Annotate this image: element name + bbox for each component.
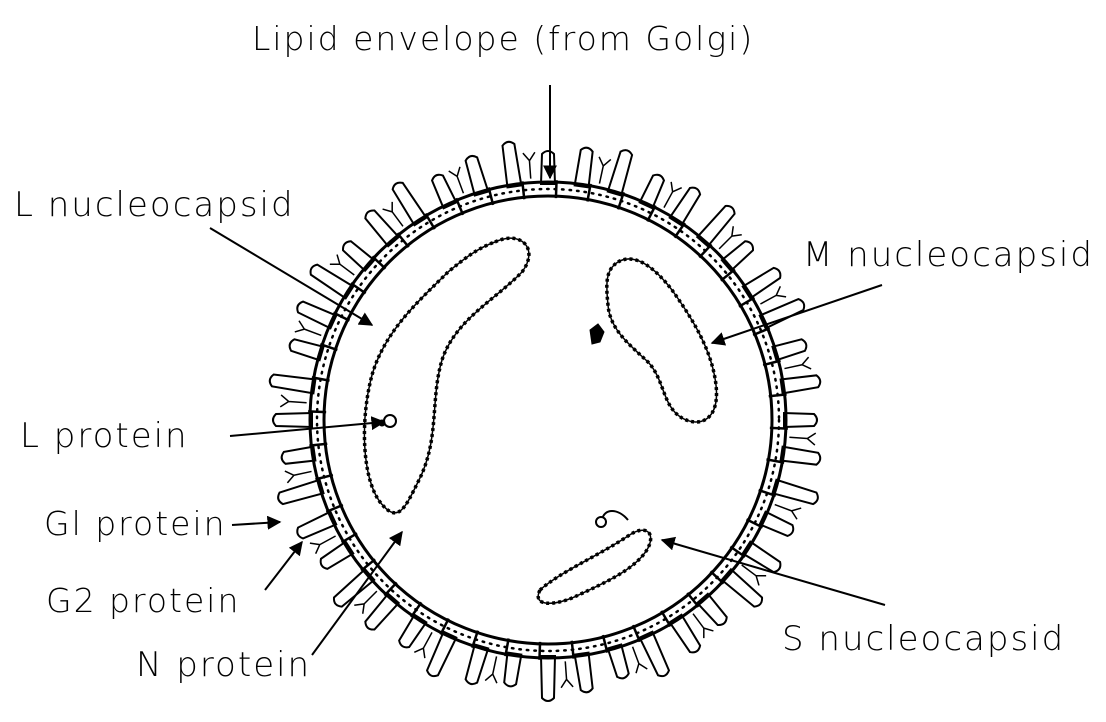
carbohydrate-chain xyxy=(523,152,535,178)
glycoprotein-spike xyxy=(365,594,398,630)
carbohydrate-chain xyxy=(775,505,801,520)
m-nucleocapsid-shape xyxy=(590,259,717,422)
glycoprotein-spike xyxy=(365,210,398,246)
glycoprotein-spike xyxy=(541,151,555,184)
label-n-protein: N protein xyxy=(136,648,311,682)
pointer-g1-protein xyxy=(232,522,280,525)
membrane-protein-mark xyxy=(539,642,540,660)
nucleocapsids xyxy=(364,238,716,603)
glycoprotein-spike xyxy=(270,374,316,393)
carbohydrate-chain xyxy=(285,471,312,483)
pointer-g2-protein xyxy=(265,542,302,590)
membrane-protein-mark xyxy=(661,611,670,626)
l-nucleocapsid-shape xyxy=(364,238,528,513)
label-l-nucleocapsid: L nucleocapsid xyxy=(14,188,295,222)
membrane-protein-mark xyxy=(397,233,408,247)
glycoprotein-spike xyxy=(343,241,374,270)
glycoprotein-spike xyxy=(278,480,323,504)
glycoprotein-spike xyxy=(608,150,632,195)
label-s-nucleocapsid: S nucleocapsid xyxy=(782,622,1065,656)
glycoprotein-spike xyxy=(697,594,726,625)
glycoprotein-spikes xyxy=(270,142,820,701)
membrane-protein-mark xyxy=(687,593,698,607)
glycoprotein-spike xyxy=(781,375,821,393)
glycoprotein-spike xyxy=(722,241,753,270)
glycoprotein-spike xyxy=(575,148,593,188)
carbohydrate-chain xyxy=(789,433,815,445)
membrane-protein-mark xyxy=(361,559,375,570)
glycoprotein-spike xyxy=(784,413,817,427)
carbohydrate-chain xyxy=(784,357,811,369)
pointer-m-nucleocapsid xyxy=(712,285,882,343)
glycoprotein-spike xyxy=(502,142,521,188)
membrane-protein-mark xyxy=(770,428,788,429)
pointer-s-nucleocapsid xyxy=(662,540,885,605)
membrane-protein-mark xyxy=(342,533,357,542)
label-m-nucleocapsid: M nucleocapsid xyxy=(803,238,1094,272)
membrane-protein-mark xyxy=(308,411,326,412)
carbohydrate-chain xyxy=(280,395,306,407)
label-g2-protein: G2 protein xyxy=(46,584,240,617)
glycoprotein-spike xyxy=(781,447,821,465)
label-lipid-envelope: Lipid envelope (from Golgi) xyxy=(252,22,754,55)
glycoprotein-spike xyxy=(575,653,593,693)
glycoprotein-spike xyxy=(541,656,555,701)
membrane-protein-mark xyxy=(556,180,557,198)
carbohydrate-chain xyxy=(485,656,497,683)
carbohydrate-chain xyxy=(561,661,573,687)
label-g1-protein: Gl protein xyxy=(44,507,227,540)
lipid-envelope xyxy=(308,180,788,660)
carbohydrate-chain xyxy=(449,167,464,193)
glycoprotein-spike xyxy=(772,480,817,504)
carbohydrate-chain xyxy=(599,157,611,184)
glycoprotein-spike xyxy=(399,615,426,648)
membrane-protein-mark xyxy=(426,214,435,229)
glycoprotein-spike xyxy=(273,413,312,427)
label-l-protein: L protein xyxy=(20,419,189,453)
membrane-protein-mark xyxy=(721,269,735,280)
s-nucleocapsid-shape xyxy=(538,511,650,603)
glycoprotein-spike xyxy=(321,542,354,569)
membrane-protein-mark xyxy=(739,298,754,307)
